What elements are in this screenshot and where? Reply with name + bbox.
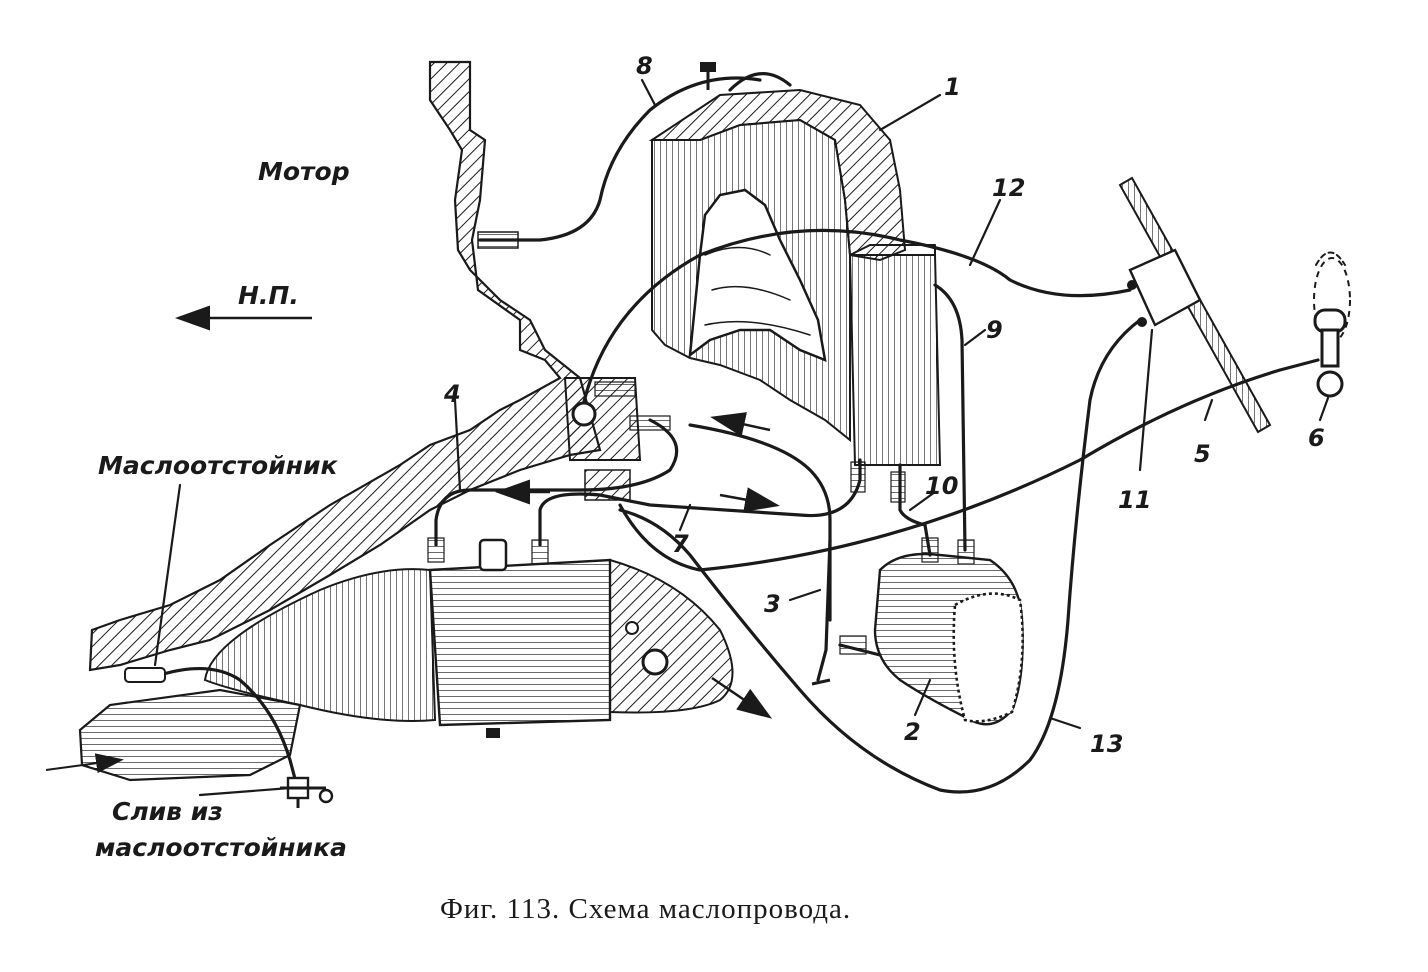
oil-cock-control	[1313, 251, 1351, 398]
label-4: 4	[443, 380, 461, 408]
leader-lines	[153, 78, 1330, 797]
pipe-4	[434, 418, 679, 547]
label-drain-line1: Слив из	[112, 797, 223, 826]
oil-filter	[873, 552, 1024, 726]
pipe-5	[618, 358, 1320, 572]
pipe-fittings	[427, 461, 975, 565]
drain-cock	[280, 776, 334, 808]
label-8: 8	[636, 52, 653, 80]
label-1: 1	[944, 73, 961, 101]
pipe-7	[538, 458, 862, 547]
pipe-8	[478, 76, 762, 242]
label-6: 6	[1308, 424, 1325, 452]
label-direction: Н.П.	[238, 281, 299, 310]
pipe-4b	[688, 423, 832, 622]
filler-cap	[700, 62, 792, 92]
oil-sump-body	[203, 538, 734, 738]
valve-block	[563, 377, 671, 501]
engine-wall	[88, 60, 602, 672]
sump-fitting	[124, 667, 166, 683]
figure-caption: Фиг. 113. Схема маслопровода.	[440, 893, 851, 925]
label-motor: Мотор	[258, 157, 350, 186]
label-12: 12	[992, 174, 1025, 202]
label-3: 3	[764, 590, 781, 618]
dashboard-panel	[1118, 176, 1272, 434]
oil-tank	[648, 88, 907, 443]
drain-pipe	[158, 667, 300, 792]
pipe-13	[618, 318, 1142, 794]
pipe-9	[933, 283, 967, 552]
pipe-12	[578, 228, 1132, 422]
outflow-arrow	[711, 676, 773, 719]
oil-cooler	[848, 244, 942, 466]
label-oil-sump: Маслоотстойник	[98, 451, 339, 480]
flow-arrow-middle	[719, 487, 780, 512]
pipe-10	[898, 463, 932, 557]
label-drain-line2: маслоотстойника	[95, 833, 347, 862]
label-11: 11	[1118, 486, 1151, 514]
label-5: 5	[1194, 440, 1211, 468]
label-9: 9	[986, 316, 1003, 344]
label-13: 13	[1090, 730, 1123, 758]
label-10: 10	[925, 472, 958, 500]
pipe-3	[816, 538, 832, 682]
label-2: 2	[904, 718, 921, 746]
label-7: 7	[672, 530, 689, 558]
flow-arrow-upper	[710, 412, 771, 437]
pipe-8-fitting	[477, 231, 519, 249]
